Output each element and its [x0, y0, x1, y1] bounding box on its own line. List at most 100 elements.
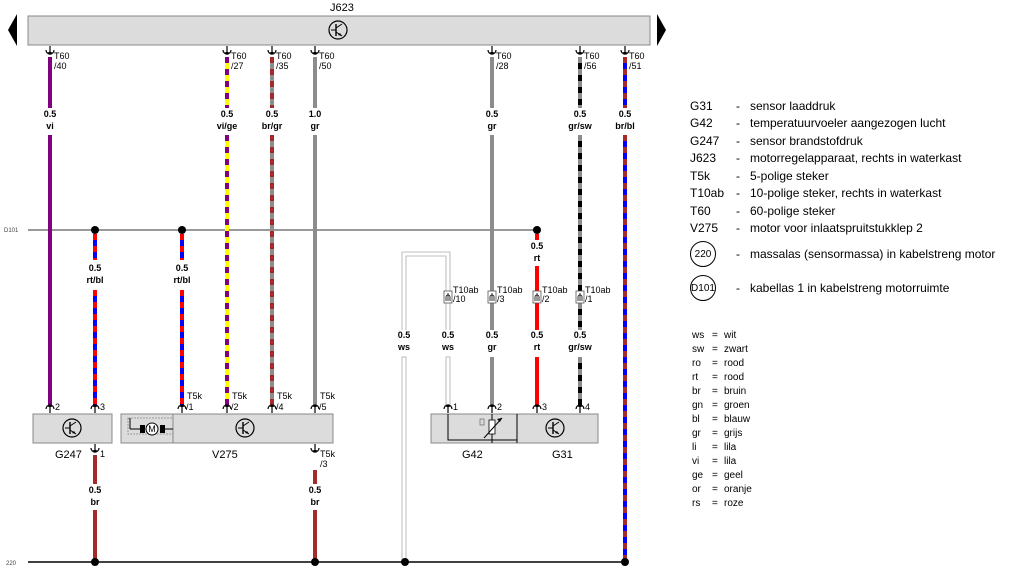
legend-dash: - — [736, 247, 740, 261]
legend-desc: sensor laaddruk — [750, 98, 836, 113]
pin-icon — [575, 403, 585, 414]
svg-text:T5k: T5k — [320, 391, 336, 401]
color-code-row: br=bruin — [692, 384, 752, 398]
svg-text:/40: /40 — [54, 61, 67, 71]
color-code: li — [692, 441, 697, 453]
wire-ws — [401, 356, 407, 563]
circle-symbol-icon: 220 — [690, 241, 716, 267]
color-name: rood — [724, 357, 745, 369]
legend-item: V275-motor voor inlaatspruitstukklep 2 — [690, 220, 995, 238]
pin-icon — [45, 403, 55, 414]
pin-icon — [90, 443, 100, 454]
legend-code: T5k — [690, 168, 711, 183]
svg-text:M: M — [148, 424, 156, 434]
legend-desc: kabellas 1 in kabelstreng motorruimte — [750, 281, 950, 295]
wire-size: 0.5 — [619, 109, 632, 119]
svg-text:T60: T60 — [584, 51, 600, 61]
legend-item: G42-temperatuurvoeler aangezogen lucht — [690, 115, 995, 133]
legend-code: G42 — [690, 116, 713, 131]
svg-text:/35: /35 — [276, 61, 289, 71]
wire-color: br/bl — [615, 121, 635, 131]
t60-pin-56: T60/56 — [575, 45, 600, 71]
wire-size: 0.5 — [89, 263, 102, 273]
svg-text:T10ab: T10ab — [542, 285, 568, 295]
equals-sign: = — [712, 469, 718, 481]
pin-label: 2 — [497, 402, 502, 412]
legend-desc: motor voor inlaatspruitstukklep 2 — [750, 221, 923, 236]
color-name: wit — [724, 329, 737, 341]
legend-desc: 60-polige steker — [750, 203, 836, 218]
v275-label: V275 — [212, 449, 238, 461]
t60-pin-27: T60/27 — [222, 45, 247, 71]
legend-dash: - — [736, 221, 740, 236]
color-code: or — [692, 483, 701, 495]
legend-code: G31 — [690, 98, 713, 113]
j623-control-unit — [27, 15, 651, 46]
svg-text:T60: T60 — [319, 51, 335, 61]
svg-text:/1: /1 — [186, 402, 194, 412]
equals-sign: = — [712, 455, 718, 467]
equals-sign: = — [712, 427, 718, 439]
color-code-row: li=lila — [692, 440, 752, 454]
svg-text:/4: /4 — [276, 402, 284, 412]
color-code: bl — [692, 413, 700, 425]
wire-color: vi/ge — [217, 121, 238, 131]
wire-size: 0.5 — [221, 109, 234, 119]
legend-desc: 5-polige steker — [750, 168, 829, 183]
svg-text:/50: /50 — [319, 61, 332, 71]
color-name: bruin — [724, 385, 747, 397]
svg-text:T10ab: T10ab — [453, 285, 479, 295]
color-name: roze — [724, 497, 744, 509]
svg-text:/5: /5 — [319, 402, 327, 412]
color-code-row: rs=roze — [692, 496, 752, 510]
legend-dash: - — [736, 133, 740, 148]
equals-sign: = — [712, 399, 718, 411]
legend-item: T10ab-10-polige steker, rechts in waterk… — [690, 185, 995, 203]
svg-text:/27: /27 — [231, 61, 244, 71]
wire-size: 0.5 — [574, 330, 587, 340]
svg-text:T10ab: T10ab — [497, 285, 523, 295]
equals-sign: = — [712, 371, 718, 383]
color-name: zwart — [724, 343, 748, 355]
color-name: oranje — [724, 483, 752, 495]
t60-pin-51: T60/51 — [620, 45, 645, 71]
wire-size: 0.5 — [44, 109, 57, 119]
v275-pin-5: T5k/5 — [310, 391, 336, 414]
wire-size: 0.5 — [398, 330, 411, 340]
color-name: rood — [724, 371, 745, 383]
svg-text:T60: T60 — [54, 51, 70, 61]
color-code-row: or=oranje — [692, 482, 752, 496]
pin-icon — [443, 403, 453, 414]
legend-code: T10ab — [690, 186, 725, 201]
legend-desc: 10-polige steker, rechts in waterkast — [750, 186, 942, 201]
color-name: groen — [724, 399, 750, 411]
wire-color: gr — [311, 121, 320, 131]
legend-item: G31 -sensor laaddruk — [690, 97, 995, 115]
wire-color: rt/bl — [87, 275, 104, 285]
svg-text:/10: /10 — [453, 294, 466, 304]
wire-ws — [445, 356, 451, 406]
v275-pin-1: T5k/1 — [177, 391, 203, 414]
legend-dash: - — [736, 168, 740, 183]
pin-icon — [532, 403, 542, 414]
color-name: geel — [724, 469, 743, 481]
svg-text:T5k: T5k — [320, 449, 336, 459]
wire-ws-loop — [401, 251, 451, 330]
right-arrow-icon — [657, 14, 666, 46]
pin-label: 4 — [585, 402, 590, 412]
color-code: gn — [692, 399, 704, 411]
color-code-row: ws=wit — [692, 328, 752, 342]
g247-label: G247 — [55, 449, 82, 461]
t10ab-connector-10: T10ab/10 — [443, 285, 479, 304]
wire-color: rt — [534, 342, 541, 352]
wiring-diagram: J623 D101 220 T60/40 T60/27 T60/35 T60/5… — [4, 2, 666, 567]
color-code-row: vi=lila — [692, 454, 752, 468]
legend-dash: - — [736, 98, 740, 113]
wire-size: 0.5 — [89, 485, 102, 495]
pin-label: 1 — [100, 449, 105, 459]
legend-desc: sensor brandstofdruk — [750, 133, 863, 148]
circle-symbol-icon: D101 — [690, 275, 716, 301]
wire-color: rt/bl — [174, 275, 191, 285]
legend-code: G247 — [690, 133, 720, 148]
